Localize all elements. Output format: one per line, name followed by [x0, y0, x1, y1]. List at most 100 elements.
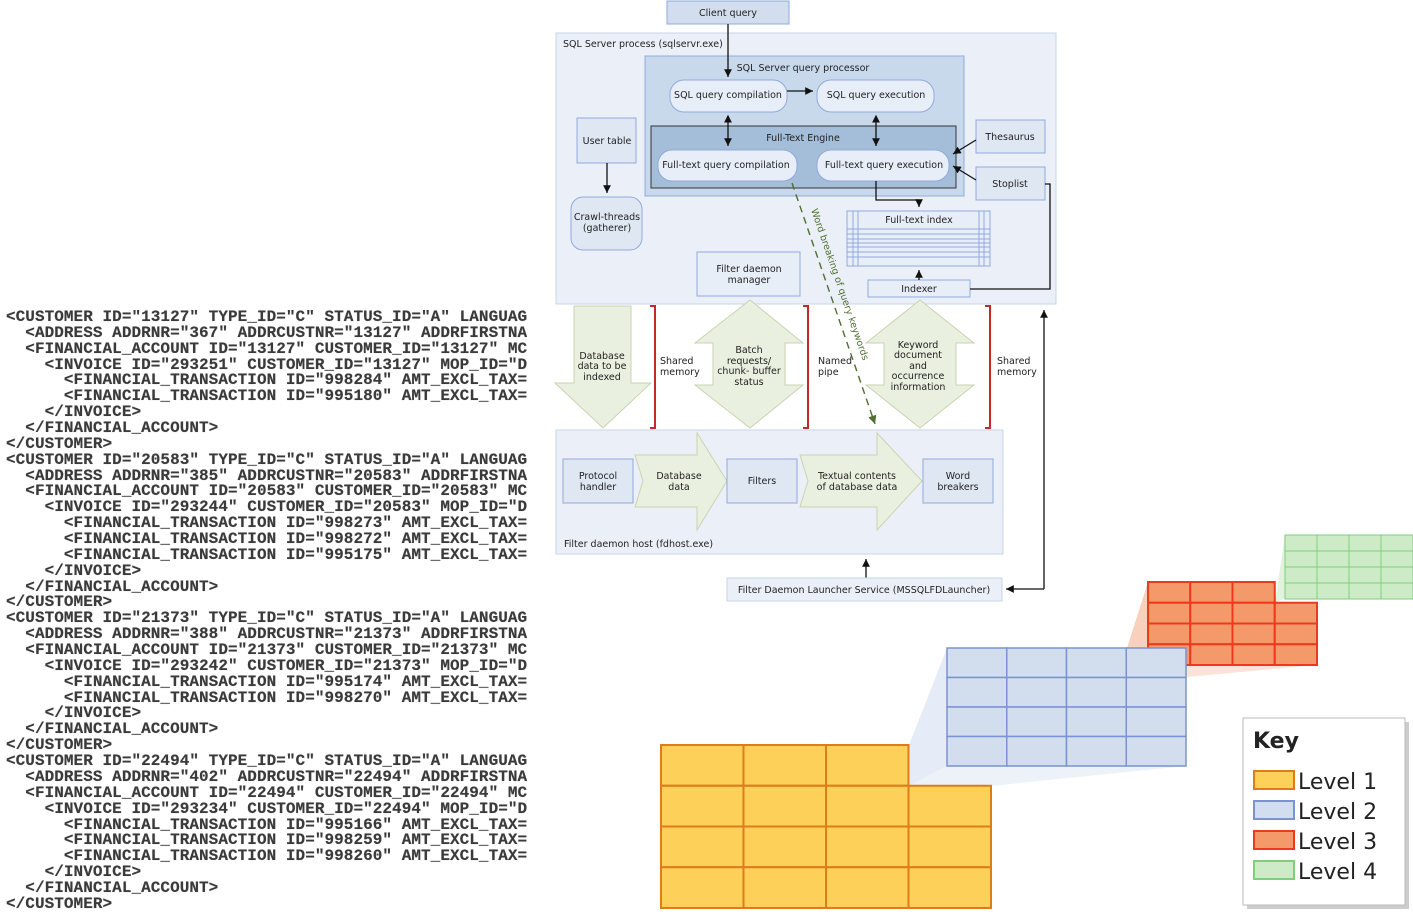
- xml-line: </FINANCIAL_ACCOUNT>: [6, 878, 219, 897]
- level1-grid: [660, 744, 992, 909]
- filter-daemon-host-label: Filter daemon host (fdhost.exe): [564, 539, 713, 550]
- level2-cell: [1006, 647, 1068, 679]
- protocol-handler-label-1: Protocol: [579, 471, 617, 482]
- xml-line: <FINANCIAL_ACCOUNT ID="22494" CUSTOMER_I…: [6, 783, 528, 802]
- level4-cell: [1380, 582, 1413, 600]
- level1-cell: [907, 784, 992, 828]
- level2-cell: [946, 647, 1008, 679]
- level1-cell: [742, 825, 827, 869]
- thesaurus-box: [975, 119, 1046, 154]
- level3-cell: [1273, 601, 1318, 625]
- full-text-engine-label: Full-Text Engine: [766, 133, 840, 144]
- level2-projection-bottom: [909, 766, 1186, 786]
- level4-cell: [1380, 566, 1413, 584]
- key-swatch-level-4: [1253, 860, 1295, 880]
- keyword-label-3: and: [909, 361, 927, 372]
- db-data-label-3: indexed: [583, 372, 621, 383]
- level3-cell: [1231, 601, 1276, 625]
- key-swatch-level-1: [1253, 770, 1295, 790]
- batch-label-2: requests/: [727, 356, 772, 367]
- xml-line: </INVOICE>: [6, 704, 142, 723]
- sql-query-execution-label: SQL query execution: [827, 90, 926, 101]
- database-data-label-2: data: [668, 482, 689, 493]
- ft-query-execution-box: [816, 149, 950, 182]
- level3-cell: [1189, 622, 1234, 646]
- keyword-label-5: information: [891, 382, 946, 393]
- xml-line: <ADDRESS ADDRNR="367" ADDRCUSTNR="13127"…: [6, 323, 528, 342]
- launcher-service-label: Filter Daemon Launcher Service (MSSQLFDL…: [738, 585, 990, 596]
- level3-cell: [1231, 622, 1276, 646]
- level4-cell: [1284, 566, 1318, 584]
- sql-server-process-label: SQL Server process (sqlservr.exe): [563, 39, 723, 50]
- level2-cell: [1065, 647, 1127, 679]
- level2-cell: [946, 735, 1008, 767]
- batch-label-4: status: [734, 377, 763, 388]
- word-breakers-label-2: breakers: [937, 482, 978, 493]
- xml-line: </INVOICE>: [6, 561, 142, 580]
- filters-label: Filters: [748, 476, 777, 487]
- level1-cell: [660, 744, 745, 787]
- xml-line: <FINANCIAL_TRANSACTION ID="998260" AMT_E…: [6, 847, 528, 866]
- crawl-threads-box: [570, 196, 643, 251]
- key-label-level-1: Level 1: [1298, 770, 1377, 795]
- level1-cell: [660, 866, 745, 909]
- query-processor-label: SQL Server query processor: [737, 63, 870, 74]
- xml-line: </INVOICE>: [6, 863, 142, 882]
- level4-cell: [1348, 550, 1382, 568]
- xml-line: <FINANCIAL_ACCOUNT ID="21373" CUSTOMER_I…: [6, 641, 528, 660]
- db-data-label-1: Database: [579, 351, 624, 362]
- level4-cell: [1316, 582, 1350, 600]
- level3-cell: [1147, 622, 1192, 646]
- textual-contents-label-2: of database data: [817, 482, 898, 493]
- stoplist-box: [975, 166, 1046, 201]
- named-pipe-label-a: Named: [818, 356, 852, 367]
- word-breakers-label-1: Word: [946, 471, 970, 482]
- batch-double-arrow: [693, 299, 805, 429]
- level2-cell: [1125, 735, 1187, 767]
- level4-projection: [1275, 535, 1285, 603]
- level2-grid: [946, 647, 1187, 767]
- xml-line: <CUSTOMER ID="21373" TYPE_ID="C" STATUS_…: [6, 609, 528, 628]
- level1-cell: [660, 784, 745, 828]
- xml-line: <ADDRESS ADDRNR="402" ADDRCUSTNR="22494"…: [6, 767, 528, 786]
- thesaurus-label: Thesaurus: [984, 132, 1034, 143]
- xml-line: <FINANCIAL_TRANSACTION ID="998284" AMT_E…: [6, 371, 528, 390]
- level4-cell: [1316, 534, 1350, 552]
- level2-cell: [1006, 676, 1068, 708]
- filters-box: [726, 458, 798, 504]
- level4-cell: [1348, 534, 1382, 552]
- textual-contents-arrow: [799, 431, 923, 532]
- xml-line: <FINANCIAL_TRANSACTION ID="998259" AMT_E…: [6, 831, 528, 850]
- word-breaking-dashed-arrow: [791, 182, 877, 425]
- level1-cell: [825, 866, 910, 909]
- key-swatch-level-2: [1253, 800, 1295, 820]
- xml-line: <INVOICE ID="293242" CUSTOMER_ID="21373"…: [6, 656, 528, 675]
- level2-cell: [1006, 735, 1068, 767]
- level2-cell: [1125, 676, 1187, 708]
- shared-memory-label-2b: memory: [997, 367, 1037, 378]
- level1-cell: [742, 744, 827, 787]
- full-text-index-label: Full-text index: [885, 215, 953, 226]
- db-data-down-arrow: [553, 305, 653, 429]
- level4-grid: [1284, 534, 1413, 600]
- sql-query-execution-box: [816, 79, 935, 113]
- xml-line: <CUSTOMER ID="13127" TYPE_ID="C" STATUS_…: [6, 310, 528, 326]
- key-swatch-level-3: [1253, 830, 1295, 850]
- launcher-service-box: [726, 577, 1003, 602]
- filter-daemon-manager-box: [696, 251, 801, 297]
- crawl-threads-label: Crawl-threads: [574, 212, 640, 223]
- level4-cell: [1348, 566, 1382, 584]
- connector-arrows: [603, 24, 1051, 593]
- client-query-label: Client query: [699, 8, 757, 19]
- xml-line: <INVOICE ID="293244" CUSTOMER_ID="20583"…: [6, 498, 528, 517]
- level4-cell: [1284, 550, 1318, 568]
- level1-cell: [907, 866, 992, 909]
- filter-daemon-manager-label-2: manager: [728, 275, 771, 286]
- xml-line: </FINANCIAL_ACCOUNT>: [6, 577, 219, 596]
- key-label-level-2: Level 2: [1298, 800, 1377, 825]
- batch-label-1: Batch: [735, 345, 762, 356]
- key-label-level-3: Level 3: [1298, 830, 1377, 855]
- xml-line: <ADDRESS ADDRNR="388" ADDRCUSTNR="21373"…: [6, 625, 528, 644]
- stoplist-label: Stoplist: [992, 179, 1028, 190]
